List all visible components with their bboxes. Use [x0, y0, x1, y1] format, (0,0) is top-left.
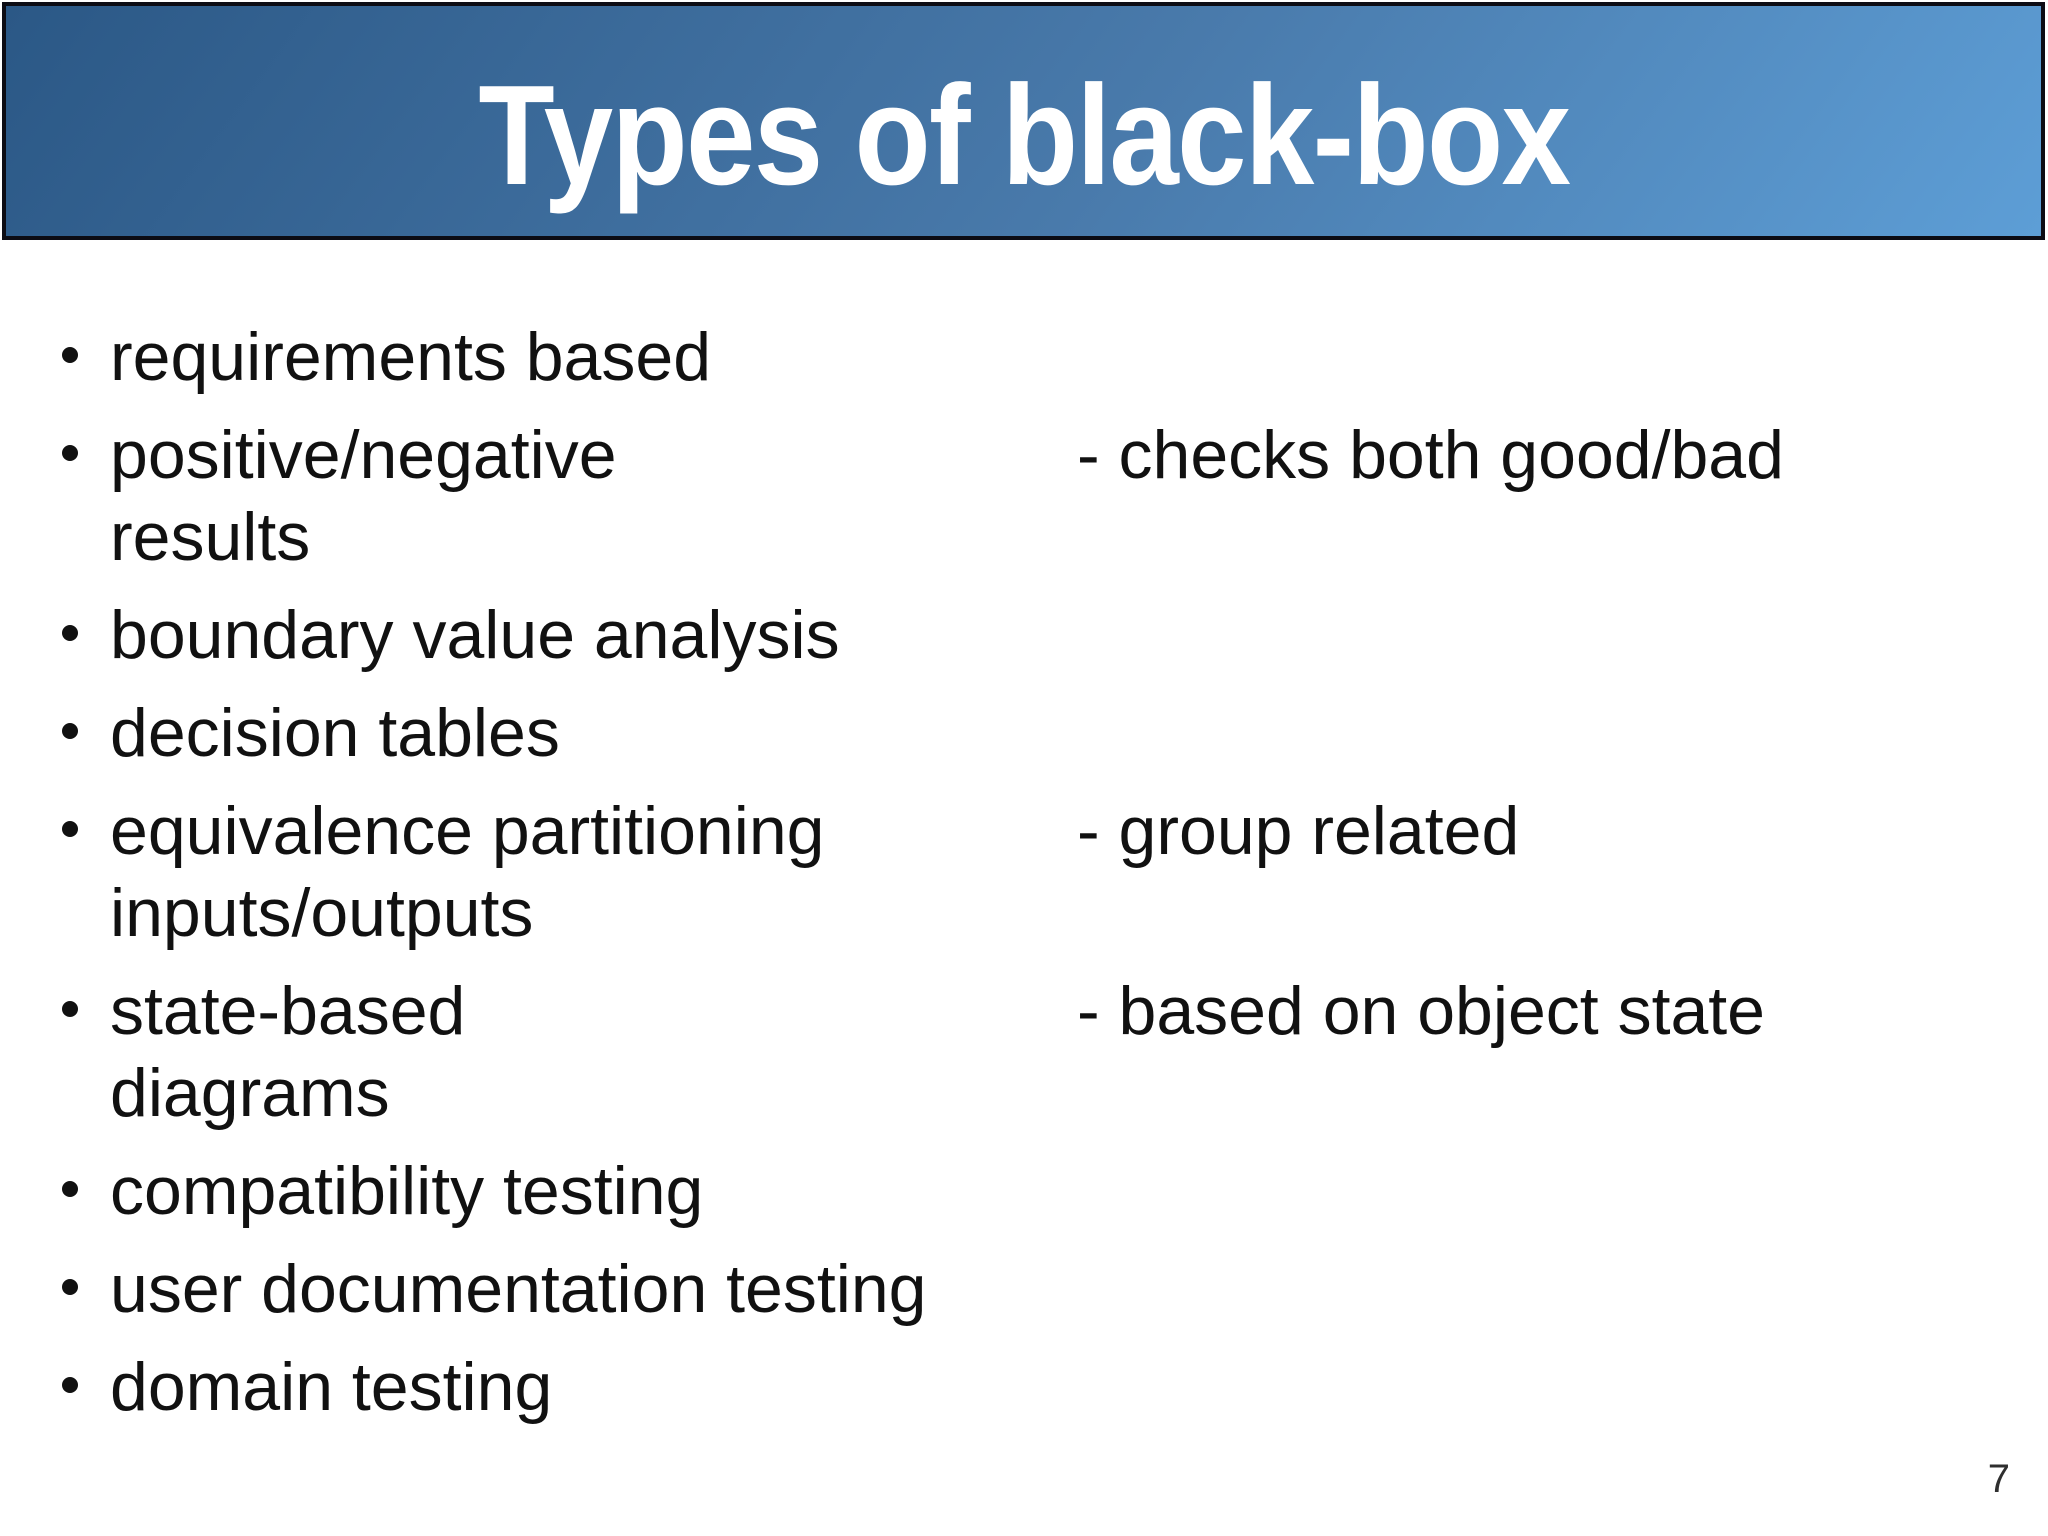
- list-item-text: compatibility testing: [110, 1153, 704, 1229]
- list-item-text: boundary value analysis: [110, 597, 840, 673]
- page-title: Types of black-box: [478, 56, 1571, 215]
- list-item: user documentation testing: [62, 1248, 2010, 1330]
- list-item-note: - based on object state: [1077, 973, 1766, 1049]
- list-item-text: decision tables: [110, 695, 560, 771]
- bullet-dot-icon: [62, 723, 78, 739]
- list-item-note: - group related: [1077, 793, 1520, 869]
- list-item-text: domain testing: [110, 1349, 553, 1425]
- list-item: domain testing: [62, 1346, 2010, 1428]
- bullet-dot-icon: [62, 1181, 78, 1197]
- list-item: requirements based: [62, 316, 2010, 398]
- bullet-dot-icon: [62, 1377, 78, 1393]
- list-item-text: requirements based: [110, 319, 712, 395]
- bullet-dot-icon: [62, 347, 78, 363]
- title-banner: Types of black-box: [2, 2, 2045, 240]
- page-number: 7: [1987, 1457, 2010, 1501]
- bullet-dot-icon: [62, 1001, 78, 1017]
- list-item-text: user documentation testing: [110, 1251, 927, 1327]
- list-item: compatibility testing: [62, 1150, 2010, 1232]
- bullet-dot-icon: [62, 625, 78, 641]
- bullet-dot-icon: [62, 1279, 78, 1295]
- bullet-dot-icon: [62, 445, 78, 461]
- bullet-dot-icon: [62, 821, 78, 837]
- list-item: boundary value analysis: [62, 594, 2010, 676]
- list-item-note: - checks both good/bad: [1077, 417, 1784, 493]
- list-item: decision tables: [62, 692, 2010, 774]
